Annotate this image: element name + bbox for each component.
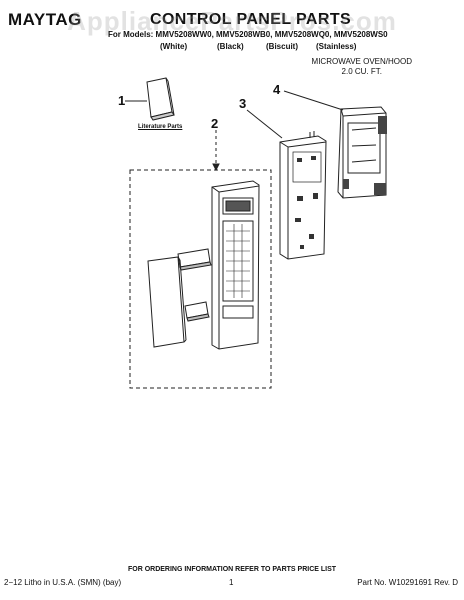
page-title: CONTROL PANEL PARTS <box>150 11 352 28</box>
brand-logo: MAYTAG <box>8 10 82 29</box>
part-number: Part No. W10291691 Rev. D <box>357 578 458 587</box>
callout-3: 3 <box>239 96 247 111</box>
ordering-note: FOR ORDERING INFORMATION REFER TO PARTS … <box>127 566 337 573</box>
callout-2: 2 <box>211 116 219 131</box>
callout-1: 1 <box>118 93 126 108</box>
finish-stainless: (Stainless) <box>316 42 357 51</box>
leader-2-arrow <box>212 163 220 172</box>
control-panel-frame <box>211 180 260 350</box>
part-4-mounting-frame <box>337 106 387 199</box>
small-label-part <box>184 301 210 322</box>
part-2-group-box <box>129 169 272 389</box>
literature-parts-label: Literature Parts <box>138 124 183 130</box>
litho-info: 2−12 Litho in U.S.A. (SMN) (bay) <box>4 578 122 587</box>
oven-type-line1: MICROWAVE OVEN/HOOD <box>311 57 412 66</box>
page-number: 1 <box>229 578 234 587</box>
callout-4: 4 <box>273 82 281 97</box>
leader-3 <box>246 109 283 139</box>
leader-4 <box>283 90 344 111</box>
display-window-part <box>177 248 212 271</box>
keypad-membrane-part <box>147 256 187 348</box>
models-line: For Models: MMV5208WW0, MMV5208WB0, MMV5… <box>108 30 388 39</box>
finish-black: (Black) <box>217 42 244 51</box>
part-3-bracket <box>279 131 327 260</box>
oven-type: MICROWAVE OVEN/HOOD 2.0 CU. FT. <box>312 57 412 77</box>
finish-biscuit: (Biscuit) <box>266 42 298 51</box>
oven-type-line2: 2.0 CU. FT. <box>341 67 382 76</box>
finish-white: (White) <box>160 42 188 51</box>
part-1-literature <box>146 77 175 121</box>
